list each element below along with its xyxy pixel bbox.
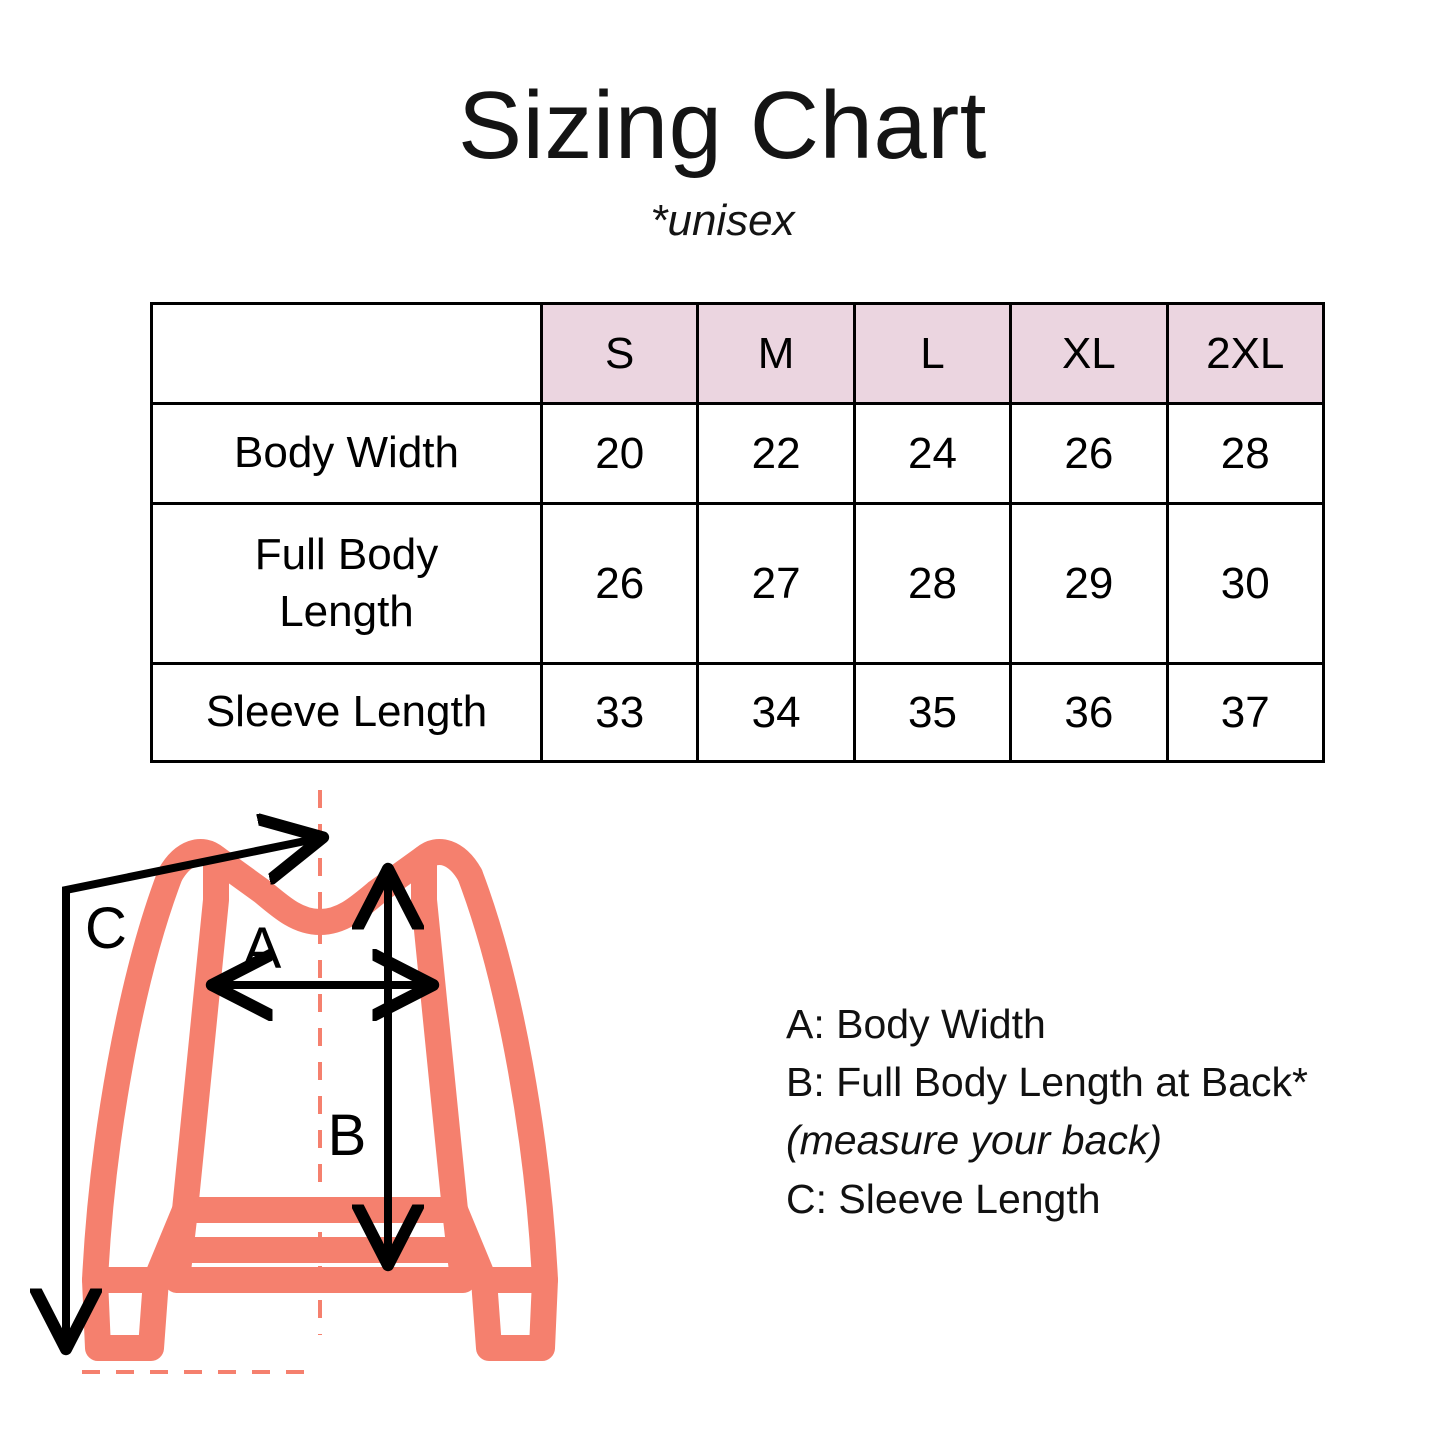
cell-body-width-2xl: 28 (1165, 402, 1325, 505)
legend-item-c: C: Sleeve Length (786, 1175, 1101, 1222)
page-title: Sizing Chart (458, 72, 987, 179)
column-header-m: M (696, 302, 856, 405)
measure-label-c: C (85, 896, 127, 961)
sweater-left-cuff (82, 1267, 169, 1361)
column-header-s: S (539, 302, 700, 405)
sweater-right-sleeve-outer (457, 862, 558, 1293)
row-label-body-width: Body Width (150, 402, 543, 505)
cell-sleeve-length-l: 35 (852, 662, 1013, 763)
cell-body-width-xl: 26 (1009, 402, 1169, 505)
sizing-table: S M L XL 2XL Body Width 20 22 24 26 28 F… (150, 302, 1325, 763)
column-header-2xl: 2XL (1165, 302, 1325, 405)
legend-item-b-note: (measure your back) (786, 1117, 1162, 1164)
cell-full-body-length-s: 26 (539, 502, 700, 665)
cell-sleeve-length-xl: 36 (1009, 662, 1169, 763)
column-header-xl: XL (1009, 302, 1169, 405)
table-row: Full Body Length 26 27 28 29 30 (150, 502, 1325, 665)
legend-item-a: A: Body Width (786, 1001, 1046, 1047)
measure-c-arrow (66, 838, 320, 1346)
sweater-left-side-seam (172, 845, 229, 1223)
table-row: Sleeve Length 33 34 35 36 37 (150, 662, 1325, 763)
row-label-sleeve-length: Sleeve Length (150, 662, 543, 763)
cell-body-width-l: 24 (852, 402, 1013, 505)
sweater-diagram-svg: A B C (20, 790, 558, 1374)
cell-sleeve-length-2xl: 37 (1165, 662, 1325, 763)
cell-full-body-length-2xl: 30 (1165, 502, 1325, 665)
legend-item-b: B: Full Body Length at Back* (786, 1059, 1308, 1106)
sweater-right-cuff (471, 1267, 558, 1361)
row-label-full-body-length: Full Body Length (150, 502, 543, 665)
measurement-legend: A: Body Width B: Full Body Length at Bac… (786, 995, 1406, 1228)
row-label-line-1: Full Body (254, 530, 439, 580)
cell-full-body-length-m: 27 (696, 502, 856, 665)
garment-diagram: A B C (20, 780, 740, 1420)
table-corner-cell (150, 302, 543, 405)
measure-label-b: B (328, 1103, 367, 1168)
row-label-line-2: Length (279, 586, 414, 636)
column-header-l: L (852, 302, 1013, 405)
page-subtitle: *unisex (650, 196, 795, 245)
table-header-row: S M L XL 2XL (150, 302, 1325, 405)
cell-body-width-m: 22 (696, 402, 856, 505)
cell-full-body-length-l: 28 (852, 502, 1013, 665)
sweater-right-side-seam (411, 845, 468, 1223)
cell-sleeve-length-s: 33 (539, 662, 700, 763)
cell-body-width-s: 20 (539, 402, 700, 505)
table-row: Body Width 20 22 24 26 28 (150, 402, 1325, 505)
cell-sleeve-length-m: 34 (696, 662, 856, 763)
measure-label-a: A (243, 916, 282, 981)
cell-full-body-length-xl: 29 (1009, 502, 1169, 665)
